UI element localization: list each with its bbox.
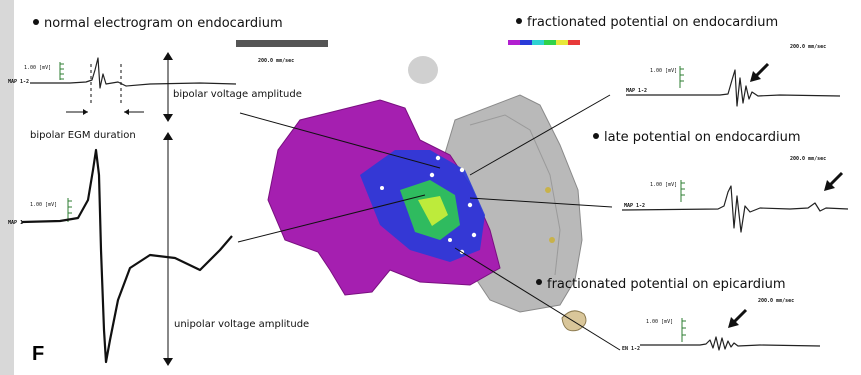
fractionated-epi-arrow <box>728 310 746 328</box>
fractionated-endo-calibration <box>680 66 684 88</box>
cardiac-3d-map <box>268 56 586 331</box>
fractionated-endo-title: fractionated potential on endocardium <box>527 15 778 30</box>
unipolar-amplitude-label: unipolar voltage amplitude <box>174 319 309 330</box>
late-potential-speed: 200.0 mm/sec <box>790 156 826 162</box>
bipolar-amplitude-label: bipolar voltage amplitude <box>173 89 302 100</box>
duration-arrows <box>66 109 144 115</box>
color-scale-bar <box>508 40 580 45</box>
top-channel-label: MAP 1-2 <box>8 79 29 85</box>
bullet-icon <box>536 279 542 285</box>
fractionated-endo-scale: 1.00 [mV] <box>650 68 677 74</box>
late-potential-panel: late potential on endocardium 200.0 mm/s… <box>593 130 848 232</box>
bullet-icon <box>593 133 599 139</box>
bipolar-duration-label: bipolar EGM duration <box>30 130 136 141</box>
top-scale-label: 1.00 [mV] <box>24 65 51 71</box>
bottom-channel-label: MAP 1 <box>8 220 23 226</box>
bipolar-amplitude-arrow <box>163 52 173 122</box>
left-speed-label: 200.0 mm/sec <box>258 58 294 64</box>
late-potential-channel: MAP 1-2 <box>624 203 645 209</box>
timebar-widget <box>236 40 328 47</box>
normal-electrogram-title: normal electrogram on endocardium <box>44 16 283 31</box>
fractionated-epi-trace <box>640 337 820 350</box>
fractionated-endo-trace <box>626 70 840 106</box>
fractionated-epi-scale: 1.00 [mV] <box>646 319 673 325</box>
top-calibration-ticks <box>60 62 64 80</box>
bullet-icon <box>516 18 522 24</box>
epicardial-dot <box>545 187 551 193</box>
bullet-icon <box>33 19 39 25</box>
bottom-scale-label: 1.00 [mV] <box>30 202 57 208</box>
left-scan-edge <box>0 0 14 375</box>
late-potential-arrow <box>824 173 842 191</box>
late-potential-title: late potential on endocardium <box>604 130 801 145</box>
fractionated-epi-channel: EN 1-2 <box>622 346 640 352</box>
fractionated-epi-speed: 200.0 mm/sec <box>758 298 794 304</box>
fractionated-endo-arrow <box>750 64 768 82</box>
fractionated-endo-panel: fractionated potential on endocardium 20… <box>508 15 840 106</box>
unipolar-egm-trace <box>22 150 232 362</box>
fractionated-epi-calibration <box>682 318 686 342</box>
fractionated-epi-title: fractionated potential on epicardium <box>547 277 786 292</box>
late-potential-trace <box>622 186 848 232</box>
panel-letter: F <box>32 343 44 365</box>
catheter-icon <box>408 56 438 84</box>
bipolar-egm-trace <box>30 58 236 88</box>
epicardial-dot <box>549 237 555 243</box>
late-potential-calibration <box>681 180 685 202</box>
fractionated-endo-channel: MAP 1-2 <box>626 88 647 94</box>
unipolar-amplitude-arrow <box>163 132 173 366</box>
epicardial-catheter-tip <box>562 311 586 331</box>
fractionated-endo-speed: 200.0 mm/sec <box>790 44 826 50</box>
late-potential-scale: 1.00 [mV] <box>650 182 677 188</box>
